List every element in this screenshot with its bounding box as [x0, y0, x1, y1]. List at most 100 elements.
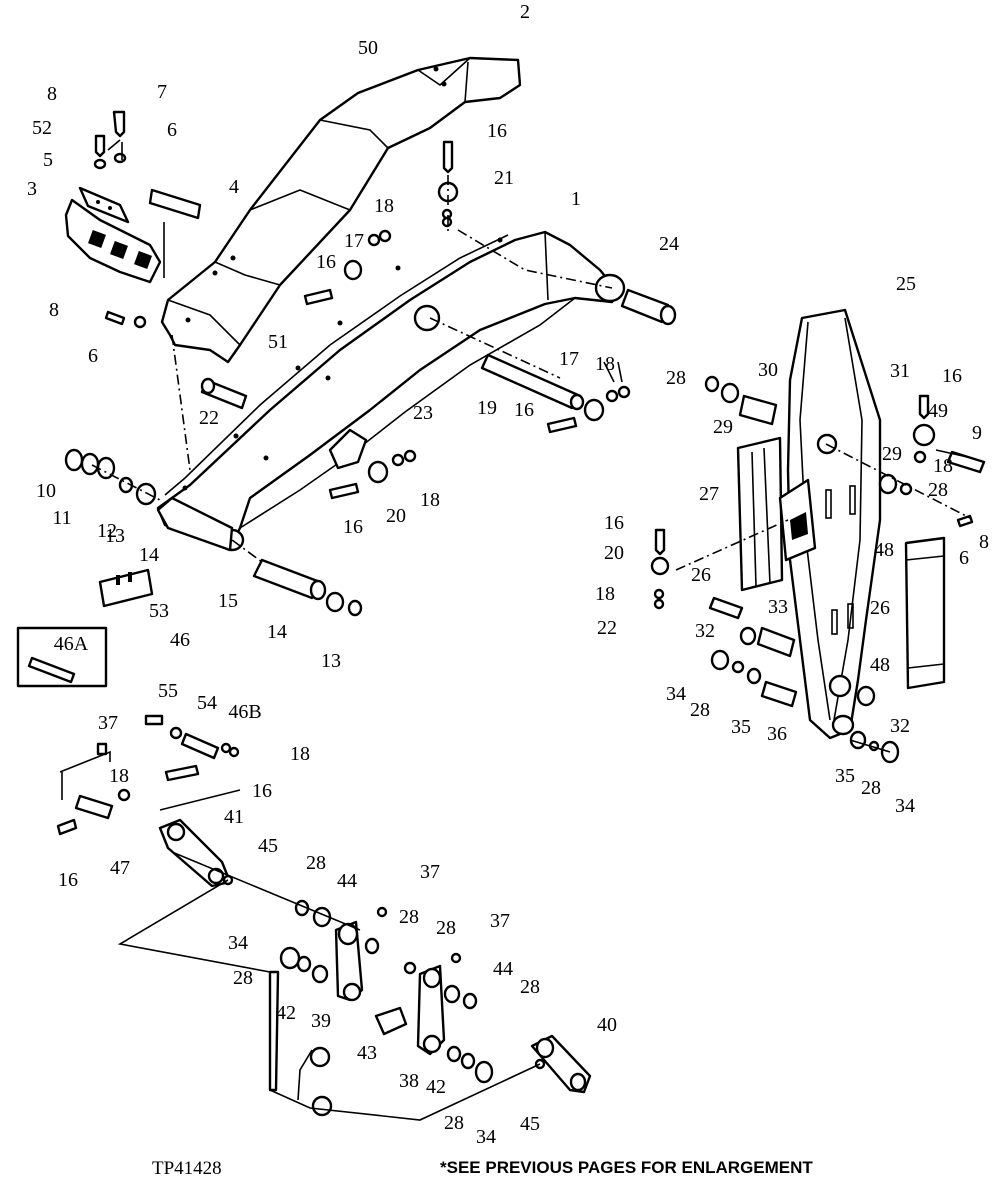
bar-4 — [148, 188, 202, 220]
link-39 — [334, 920, 364, 1002]
callout-37: 37 — [98, 712, 118, 734]
callout-29: 29 — [882, 443, 902, 465]
callout-1: 1 — [571, 188, 581, 210]
shim-53 — [98, 568, 154, 608]
callout-28: 28 — [444, 1112, 464, 1134]
callout-16: 16 — [58, 869, 78, 891]
callout-11: 11 — [52, 507, 71, 529]
callout-37: 37 — [490, 910, 510, 932]
callout-41: 41 — [224, 806, 244, 828]
callout-44: 44 — [337, 870, 357, 892]
callout-21: 21 — [494, 167, 514, 189]
callout-36: 36 — [767, 723, 787, 745]
link-38 — [416, 964, 446, 1056]
pin-22-left — [200, 377, 248, 410]
callout-29: 29 — [713, 416, 733, 438]
pin-22-right — [708, 596, 744, 620]
callout-17: 17 — [344, 230, 364, 252]
assembly-lines — [59, 139, 973, 1121]
callout-18: 18 — [290, 743, 310, 765]
pin-46A-box — [16, 626, 108, 688]
callout-45: 45 — [520, 1113, 540, 1135]
drawing-id: TP41428 — [152, 1158, 222, 1179]
callout-35: 35 — [835, 765, 855, 787]
callout-16: 16 — [343, 516, 363, 538]
callout-25: 25 — [896, 273, 916, 295]
callout-51: 51 — [268, 331, 288, 353]
callout-28: 28 — [520, 976, 540, 998]
pin-15 — [252, 558, 327, 601]
callout-48: 48 — [874, 539, 894, 561]
pin-19 — [480, 353, 585, 411]
callout-28: 28 — [690, 699, 710, 721]
callout-24: 24 — [659, 233, 679, 255]
callout-28: 28 — [399, 906, 419, 928]
main-boom-part-1 — [156, 230, 626, 552]
callout-8: 8 — [979, 531, 989, 553]
callout-18: 18 — [420, 489, 440, 511]
callout-48: 48 — [870, 654, 890, 676]
callout-22: 22 — [597, 617, 617, 639]
callout-16: 16 — [942, 365, 962, 387]
callout-14: 14 — [267, 621, 287, 643]
link-40 — [530, 1034, 592, 1094]
callout-18: 18 — [933, 455, 953, 477]
callout-6: 6 — [959, 547, 969, 569]
callout-44: 44 — [493, 958, 513, 980]
callout-28: 28 — [436, 917, 456, 939]
callout-8: 8 — [47, 83, 57, 105]
callout-46b: 46B — [228, 701, 261, 723]
pin-24 — [620, 288, 677, 326]
callout-14: 14 — [139, 544, 159, 566]
callout-45: 45 — [258, 835, 278, 857]
callout-18: 18 — [595, 583, 615, 605]
callout-8: 8 — [49, 299, 59, 321]
callout-22: 22 — [199, 407, 219, 429]
callout-53: 53 — [149, 600, 169, 622]
callout-55: 55 — [158, 680, 178, 702]
callout-19: 19 — [477, 397, 497, 419]
callout-46: 46 — [170, 629, 190, 651]
callout-16: 16 — [514, 399, 534, 421]
wear-strip-26-right — [904, 536, 946, 690]
shim-5 — [78, 186, 130, 224]
callout-16: 16 — [604, 512, 624, 534]
callout-32: 32 — [890, 715, 910, 737]
callout-33: 33 — [768, 596, 788, 618]
callout-5: 5 — [43, 149, 53, 171]
arm-small-parts — [650, 375, 986, 764]
callout-42: 42 — [276, 1002, 296, 1024]
wear-strip-26-left — [736, 436, 784, 592]
callout-16: 16 — [252, 780, 272, 802]
callout-17: 17 — [559, 348, 579, 370]
wedge-27 — [778, 478, 817, 562]
callout-18: 18 — [374, 195, 394, 217]
callout-13: 13 — [105, 525, 125, 547]
enlargement-note: *SEE PREVIOUS PAGES FOR ENLARGEMENT — [440, 1158, 813, 1177]
callout-6: 6 — [167, 119, 177, 141]
callout-46a: 46A — [54, 633, 89, 655]
callout-34: 34 — [666, 683, 686, 705]
callout-18: 18 — [595, 353, 615, 375]
callout-47: 47 — [110, 857, 130, 879]
callout-34: 34 — [476, 1126, 496, 1148]
callout-42: 42 — [426, 1076, 446, 1098]
callout-30: 30 — [758, 359, 778, 381]
callout-27: 27 — [699, 483, 719, 505]
callout-28: 28 — [306, 852, 326, 874]
callout-18: 18 — [109, 765, 129, 787]
callout-4: 4 — [229, 176, 239, 198]
callout-32: 32 — [695, 620, 715, 642]
callout-10: 10 — [36, 480, 56, 502]
callout-39: 39 — [311, 1010, 331, 1032]
callout-38: 38 — [399, 1070, 419, 1092]
callout-40: 40 — [597, 1014, 617, 1036]
callout-35: 35 — [731, 716, 751, 738]
bolt-7 — [93, 110, 147, 329]
callout-15: 15 — [218, 590, 238, 612]
callout-28: 28 — [861, 777, 881, 799]
callout-7: 7 — [157, 81, 167, 103]
callout-20: 20 — [386, 505, 406, 527]
